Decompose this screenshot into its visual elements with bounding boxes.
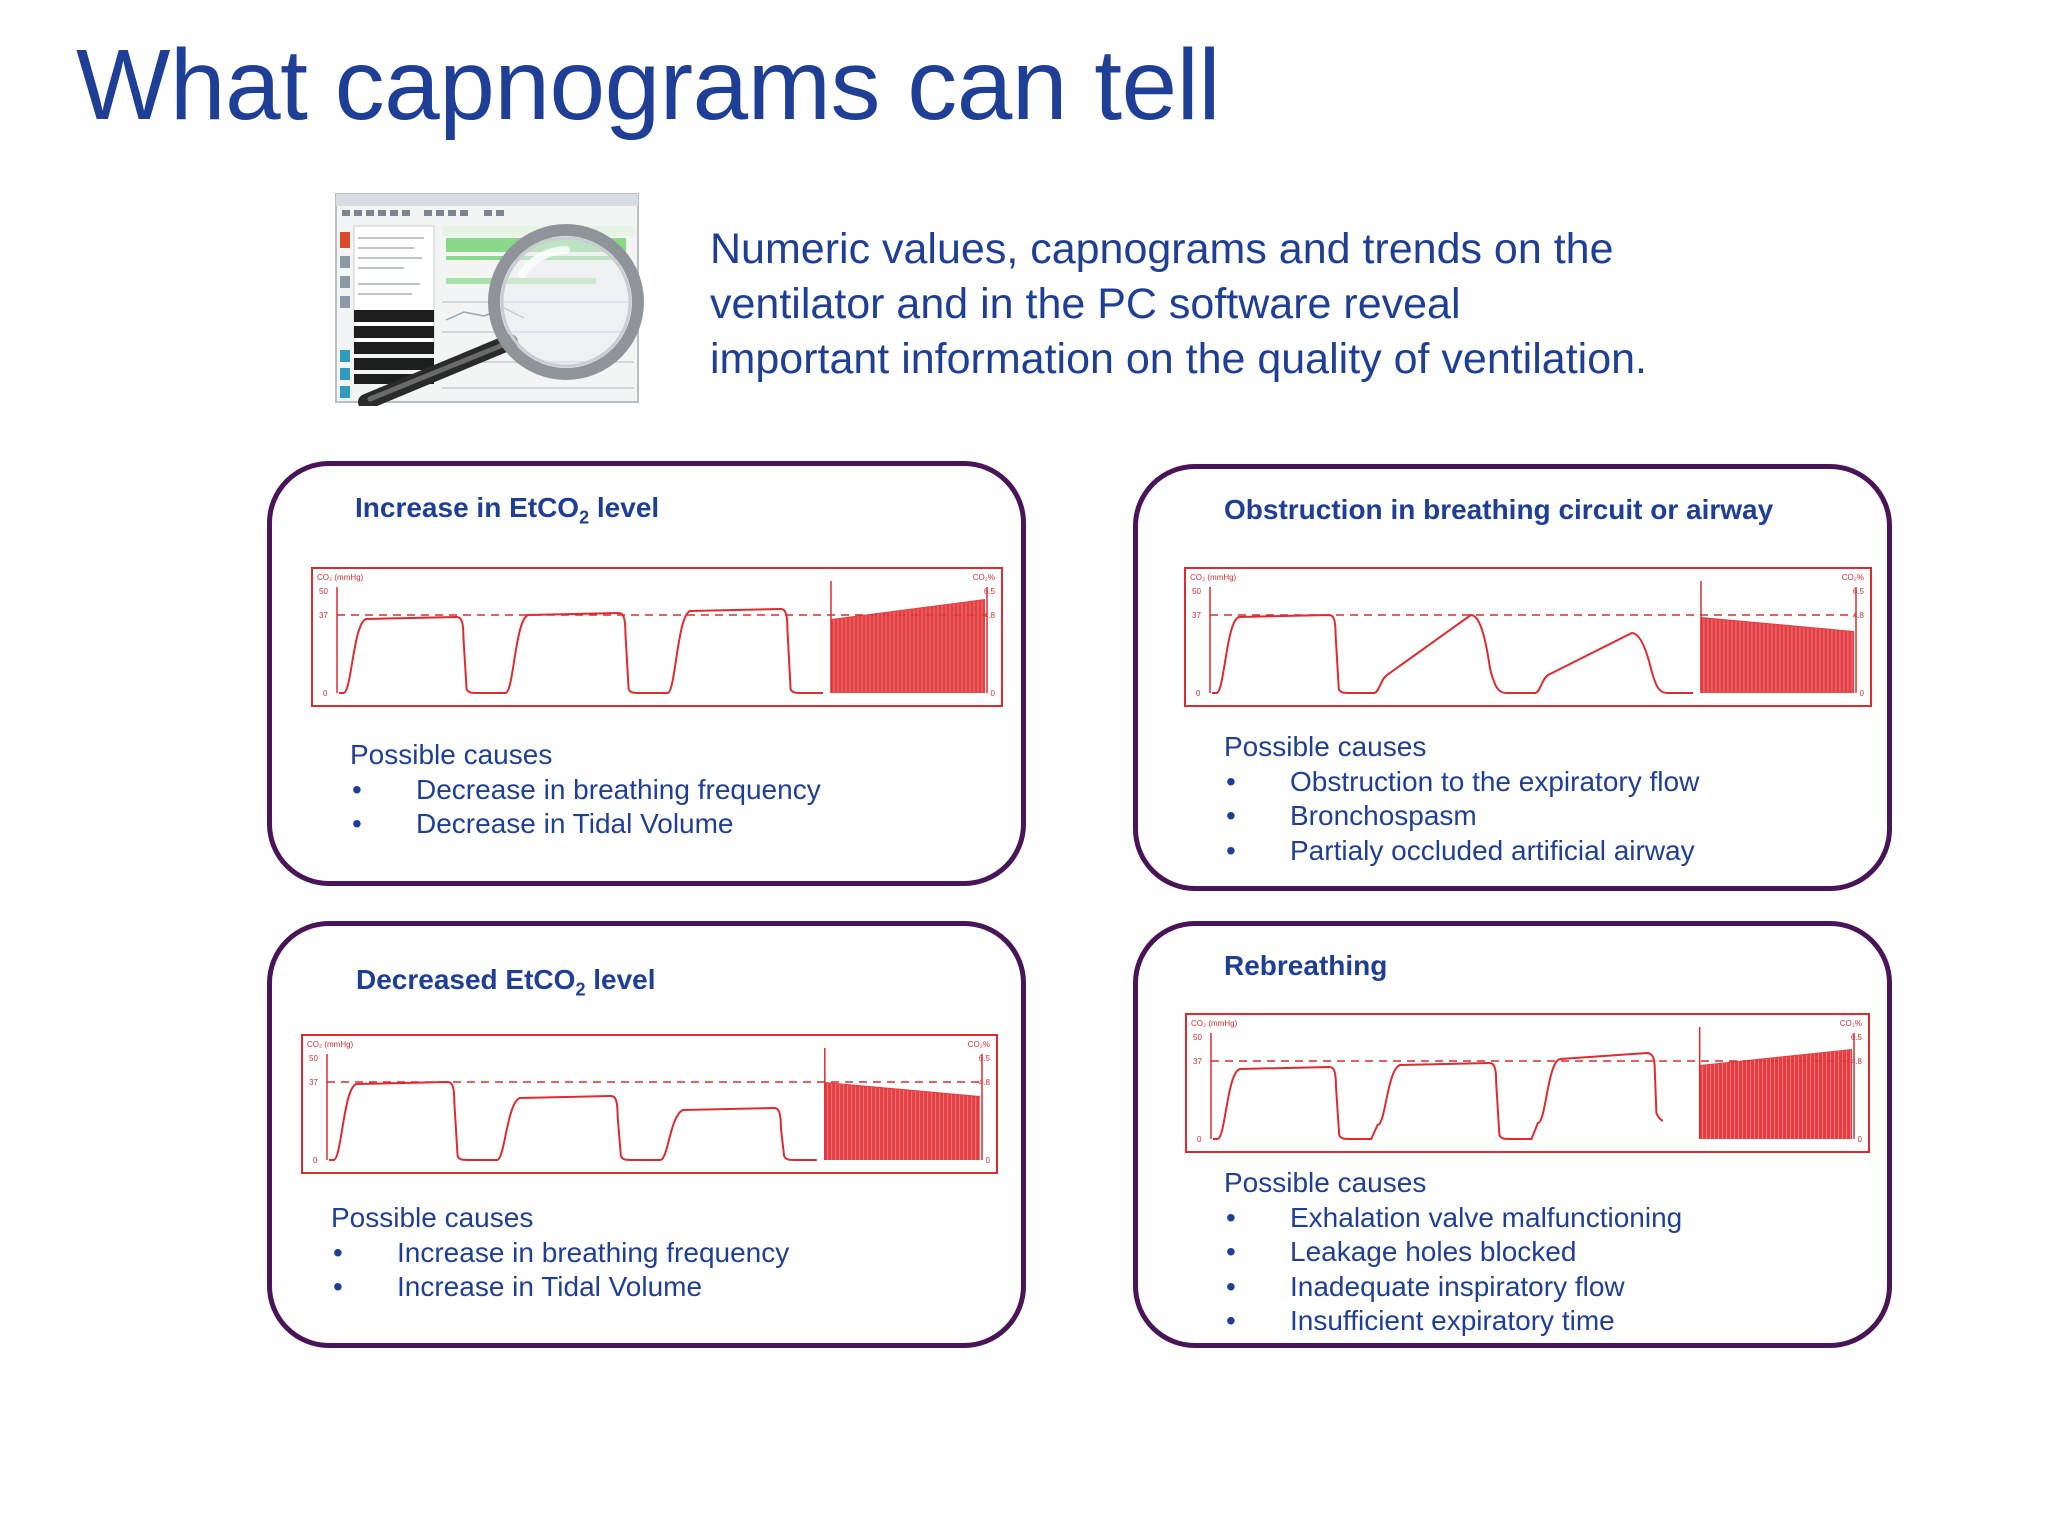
- tick-label: 50: [1192, 587, 1201, 596]
- tick-label: 6.5: [984, 587, 996, 596]
- tick-label: 50: [309, 1054, 318, 1063]
- causes-list: Possible causes •Increase in breathing f…: [331, 1201, 789, 1305]
- card-title: Obstruction in breathing circuit or airw…: [1224, 494, 1774, 525]
- magnifying-glass-icon: [358, 224, 644, 406]
- tick-label: 0: [986, 1156, 991, 1165]
- tick-label: 37: [319, 611, 328, 620]
- list-item: •Inadequate inspiratory flow: [1226, 1270, 1625, 1302]
- card-title: Rebreathing: [1224, 950, 1388, 981]
- list-item: •Increase in breathing frequency: [333, 1236, 790, 1268]
- list-item: •Insufficient expiratory time: [1226, 1305, 1615, 1336]
- capnogram: CO₂ (mmHg) CO₂% 50 37 0 6.5 4.8 0: [1184, 567, 1872, 707]
- trend-area: [831, 599, 985, 693]
- co2-waveform: [1212, 613, 1693, 694]
- y-axis-label: CO₂ (mmHg): [1190, 573, 1237, 582]
- y-axis-label-right: CO₂%: [968, 1040, 990, 1049]
- tick-label: 37: [309, 1078, 318, 1087]
- list-item: •Bronchospasm: [1226, 800, 1477, 831]
- tick-label: 4.8: [1851, 1057, 1863, 1066]
- tick-label: 37: [1193, 1057, 1202, 1066]
- list-item: •Decrease in breathing frequency: [352, 773, 821, 805]
- y-axis-label: CO₂ (mmHg): [1191, 1019, 1238, 1028]
- tick-label: 37: [1192, 611, 1201, 620]
- tick-label: 4.8: [979, 1078, 991, 1087]
- intro-line: Numeric values, capnograms and trends on…: [710, 225, 1614, 273]
- capnogram: CO₂ (mmHg) CO₂% 50 37 0 6.5 4.8 0: [1185, 1013, 1870, 1153]
- co2-waveform: [329, 1080, 817, 1161]
- capnogram: CO₂ (mmHg) CO₂% 50 37 0 6.5 4.8 0: [301, 1034, 998, 1174]
- y-axis-label: CO₂ (mmHg): [307, 1040, 354, 1049]
- capnogram: CO₂ (mmHg) CO₂% 50 37 0 6.5 4.8 0: [311, 567, 1003, 707]
- co2-waveform: [1213, 1051, 1664, 1140]
- list-item: •Increase in Tidal Volume: [333, 1271, 703, 1302]
- tick-label: 50: [1193, 1033, 1202, 1042]
- card-title: Increase in EtCO2 level: [355, 492, 660, 528]
- causes-list: Possible causes •Obstruction to the expi…: [1224, 730, 1699, 868]
- page-title: What capnograms can tell: [76, 29, 1221, 141]
- card-obstruction: Obstruction in breathing circuit or airw…: [1133, 464, 1892, 891]
- intro-line: ventilator and in the PC software reveal: [710, 280, 1461, 328]
- list-item: •Obstruction to the expiratory flow: [1226, 765, 1700, 797]
- card-rebreathing: Rebreathing CO₂ (mmHg) CO₂% 50 37 0 6.5 4.8 0 P…: [1133, 921, 1892, 1348]
- tick-label: 6.5: [1851, 1033, 1863, 1042]
- y-axis-label-right: CO₂%: [973, 573, 995, 582]
- causes-header: Possible causes: [350, 739, 553, 770]
- tick-label: 0: [1196, 689, 1201, 698]
- causes-header: Possible causes: [1224, 1167, 1427, 1198]
- tick-label: 4.8: [984, 611, 996, 620]
- list-item: •Leakage holes blocked: [1226, 1236, 1577, 1267]
- causes-header: Possible causes: [1224, 731, 1427, 762]
- tick-label: 0: [1860, 689, 1865, 698]
- y-axis-label: CO₂ (mmHg): [317, 573, 364, 582]
- list-item: •Partialy occluded artificial airway: [1226, 834, 1695, 866]
- tick-label: 0: [323, 689, 328, 698]
- list-item: •Decrease in Tidal Volume: [352, 808, 734, 839]
- card-decreased-etco2: Decreased EtCO2 level CO₂ (mmHg) CO₂% 50 37…: [267, 921, 1026, 1348]
- tick-label: 0: [991, 689, 996, 698]
- tick-label: 4.8: [1853, 611, 1865, 620]
- y-axis-label-right: CO₂%: [1840, 1019, 1862, 1028]
- tick-label: 50: [319, 587, 328, 596]
- tick-label: 6.5: [979, 1054, 991, 1063]
- card-title: Decreased EtCO2 level: [356, 964, 656, 1000]
- causes-list: Possible causes •Decrease in breathing f…: [350, 738, 821, 842]
- intro-text: Numeric values, capnograms and trends on…: [710, 222, 1770, 387]
- pc-software-screenshot: [335, 193, 644, 406]
- tick-label: 0: [313, 1156, 318, 1165]
- y-axis-label-right: CO₂%: [1842, 573, 1864, 582]
- list-item: •Exhalation valve malfunctioning: [1226, 1201, 1683, 1233]
- co2-waveform: [339, 607, 823, 694]
- tick-label: 6.5: [1853, 587, 1865, 596]
- card-increase-etco2: Increase in EtCO2 level CO₂ (mmHg) CO₂% 50…: [267, 461, 1026, 886]
- trend-area: [1699, 1049, 1852, 1139]
- tick-label: 0: [1858, 1135, 1863, 1144]
- intro-line: important information on the quality of …: [710, 335, 1647, 383]
- causes-list: Possible causes •Exhalation valve malfun…: [1224, 1166, 1682, 1339]
- causes-header: Possible causes: [331, 1202, 534, 1233]
- tick-label: 0: [1197, 1135, 1202, 1144]
